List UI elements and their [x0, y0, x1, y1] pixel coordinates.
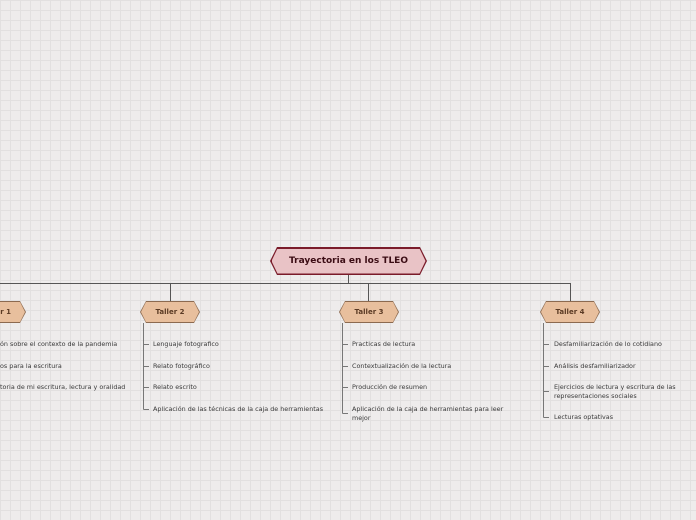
taller-2-item: Lenguaje fotografico — [153, 340, 219, 348]
taller-3-item: Practicas de lectura — [352, 340, 416, 348]
root-topic-label: Trayectoria en los TLEO — [272, 249, 426, 274]
taller-4-label: Taller 4 — [541, 302, 599, 322]
taller-1-item: os para la escritura — [0, 362, 62, 370]
taller-2-label: Taller 2 — [141, 302, 199, 322]
taller-1-item: ón sobre el contexto de la pandemia — [0, 340, 118, 348]
taller-2-item: Aplicación de las técnicas de la caja de… — [153, 405, 324, 413]
taller-4-item: Ejercicios de lectura y escritura de las… — [554, 383, 676, 400]
taller-2-item: Relato escrito — [153, 383, 197, 391]
taller-1-item: toria de mi escritura, lectura y oralida… — [0, 383, 126, 391]
taller-3-node[interactable]: Taller 3 — [339, 301, 399, 323]
taller-1-node[interactable]: r 1 — [0, 301, 26, 323]
taller-4-item: Lecturas optativas — [554, 413, 614, 421]
taller-1-label: r 1 — [0, 302, 25, 322]
taller-2-node[interactable]: Taller 2 — [140, 301, 200, 323]
taller-3-item: Aplicación de la caja de herramientas pa… — [352, 405, 504, 422]
taller-2-item: Relato fotográfico — [153, 362, 210, 370]
taller-4-node[interactable]: Taller 4 — [540, 301, 600, 323]
taller-3-item: Producción de resumen — [352, 383, 428, 391]
taller-3-label: Taller 3 — [340, 302, 398, 322]
taller-3-item: Contextualización de la lectura — [352, 362, 452, 370]
taller-4-item: Análisis desfamiliarizador — [554, 362, 636, 370]
root-topic[interactable]: Trayectoria en los TLEO — [270, 247, 427, 275]
taller-4-item: Desfamiliarización de lo cotidiano — [554, 340, 662, 348]
